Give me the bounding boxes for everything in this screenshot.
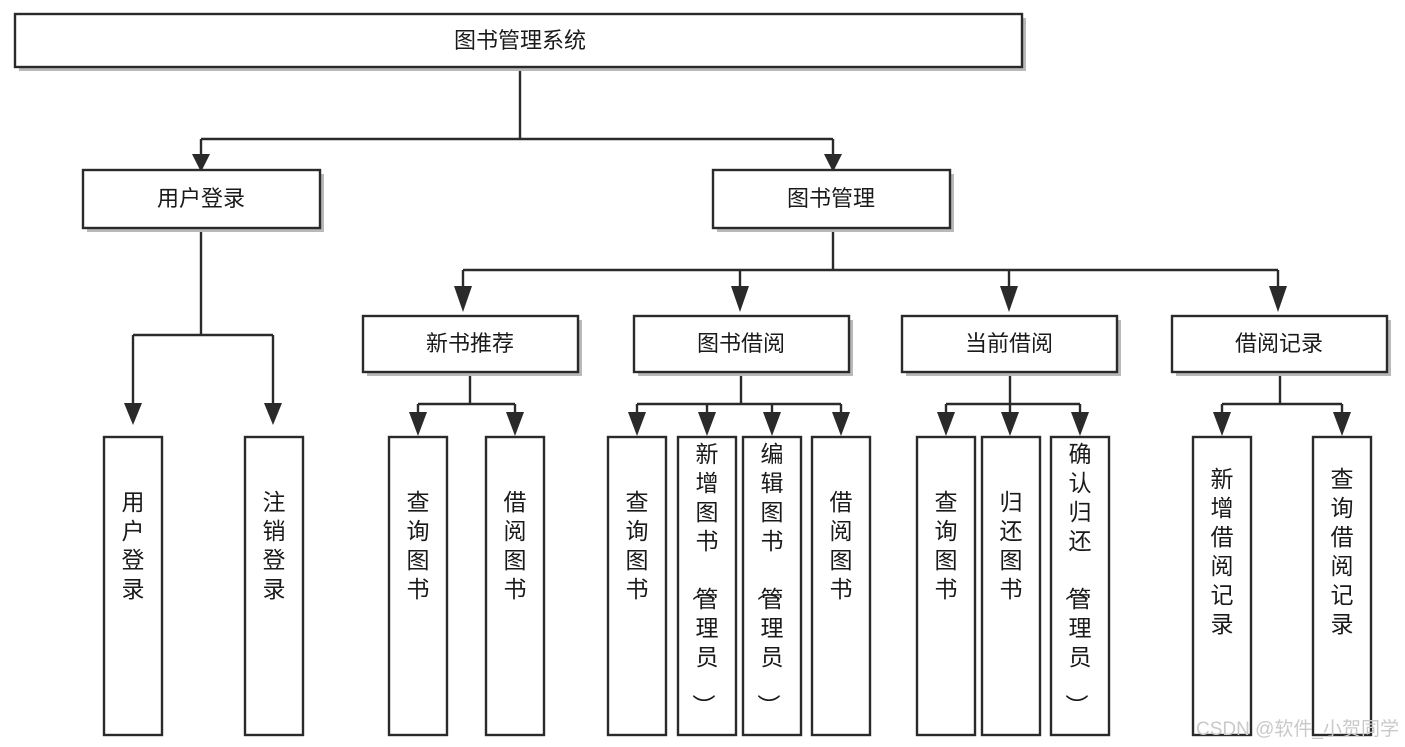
leaf-confirm-return-label: 确认归还（管理员） [1064,441,1092,717]
leaf-query-book-1-label: 查询图书 [407,489,430,602]
leaf-query-book-1[interactable]: 查询图书 [387,435,449,737]
leaf-user-login[interactable]: 用户登录 [102,435,164,737]
leaf-query-book-1-box [387,435,449,737]
leaf-user-login-label: 用户登录 [122,489,145,602]
arrowhead-add-record [1213,412,1231,436]
leaf-borrow-book-1-label: 借阅图书 [504,489,527,602]
node-current-borrow-label: 当前借阅 [965,331,1053,356]
node-new-book-recommend-box [361,314,580,374]
node-new-book-recommend-label: 新书推荐 [426,331,514,356]
leaf-query-book-3[interactable]: 查询图书 [915,435,977,737]
leaf-confirm-return-box [1049,435,1111,737]
leaf-borrow-book-2-box [810,435,872,737]
arrowhead-leaf-user-login [124,403,142,425]
leaf-query-book-3-box [915,435,977,737]
leaf-borrow-book-1[interactable]: 借阅图书 [484,435,546,737]
node-book-borrow-label: 图书借阅 [697,331,785,356]
node-user-login-box [81,168,322,230]
node-new-book-recommend[interactable]: 新书推荐 [361,314,582,376]
leaf-query-record-box [1311,435,1373,737]
node-borrow-record[interactable]: 借阅记录 [1170,314,1391,376]
leaf-borrow-book-1-box [484,435,546,737]
leaf-return-book-box [980,435,1042,737]
node-current-borrow[interactable]: 当前借阅 [900,314,1121,376]
leaf-add-record-label: 新增借阅记录 [1211,466,1234,637]
leaf-edit-book-box [741,435,803,737]
leaf-add-record[interactable]: 新增借阅记录 [1191,435,1253,737]
leaf-query-record[interactable]: 查询借阅记录 [1311,435,1373,737]
node-root-box [13,12,1024,69]
arrowhead-current-borrow [1000,286,1018,312]
node-root[interactable]: 图书管理系统 [13,12,1026,71]
leaf-user-login-box [102,435,164,737]
arrowhead-query-record [1333,412,1351,436]
arrowhead-borrow-book-2 [832,412,850,436]
leaf-return-book-label: 归还图书 [1000,489,1023,602]
arrowhead-query-book-3 [937,412,955,436]
leaf-return-book[interactable]: 归还图书 [980,435,1042,737]
arrowhead-add-book [698,412,716,436]
node-book-management-box [711,168,952,230]
leaf-query-book-2-label: 查询图书 [626,489,649,602]
leaf-logout-box [243,435,305,737]
leaf-borrow-book-2[interactable]: 借阅图书 [810,435,872,737]
arrowhead-confirm-return [1071,412,1089,436]
arrowhead-edit-book [763,412,781,436]
leaf-query-record-label: 查询借阅记录 [1331,466,1354,637]
leaf-query-book-3-label: 查询图书 [935,489,958,602]
leaf-add-book-box [676,435,738,737]
leaf-add-record-box [1191,435,1253,737]
node-book-management[interactable]: 图书管理 [711,168,954,232]
node-borrow-record-label: 借阅记录 [1235,331,1323,356]
leaf-query-book-2[interactable]: 查询图书 [606,435,668,737]
node-user-login-label: 用户登录 [157,186,245,211]
arrowhead-leaf-logout [264,403,282,425]
leaf-edit-book[interactable]: 编辑图书（管理员） [741,435,803,737]
node-borrow-record-box [1170,314,1389,374]
node-book-management-label: 图书管理 [787,186,875,211]
csdn-watermark: CSDN @软件_小贺同学 [1196,718,1399,740]
node-root-label: 图书管理系统 [454,28,586,53]
leaf-logout[interactable]: 注销登录 [243,435,305,737]
arrowhead-query-book-2 [628,412,646,436]
arrowhead-query-book-1 [409,412,427,436]
arrowhead-borrow-record [1269,286,1287,312]
arrowhead-book-management [824,154,842,172]
node-book-borrow-box [632,314,851,374]
node-current-borrow-box [900,314,1119,374]
arrowhead-new-book [454,286,472,312]
arrowhead-borrow-book-1 [506,412,524,436]
arrowhead-user-login [192,154,210,172]
leaf-confirm-return[interactable]: 确认归还（管理员） [1049,435,1111,737]
arrowhead-return-book [1001,412,1019,436]
node-user-login[interactable]: 用户登录 [81,168,324,232]
leaf-logout-label: 注销登录 [263,489,286,602]
connector-layer [124,67,1351,436]
leaf-edit-book-label: 编辑图书（管理员） [756,441,784,717]
node-book-borrow[interactable]: 图书借阅 [632,314,853,376]
leaf-borrow-book-2-label: 借阅图书 [830,489,853,602]
arrowhead-book-borrow [731,286,749,312]
leaf-query-book-2-box [606,435,668,737]
leaf-add-book[interactable]: 新增图书（管理员） [676,435,738,737]
leaf-add-book-label: 新增图书（管理员） [691,441,719,717]
